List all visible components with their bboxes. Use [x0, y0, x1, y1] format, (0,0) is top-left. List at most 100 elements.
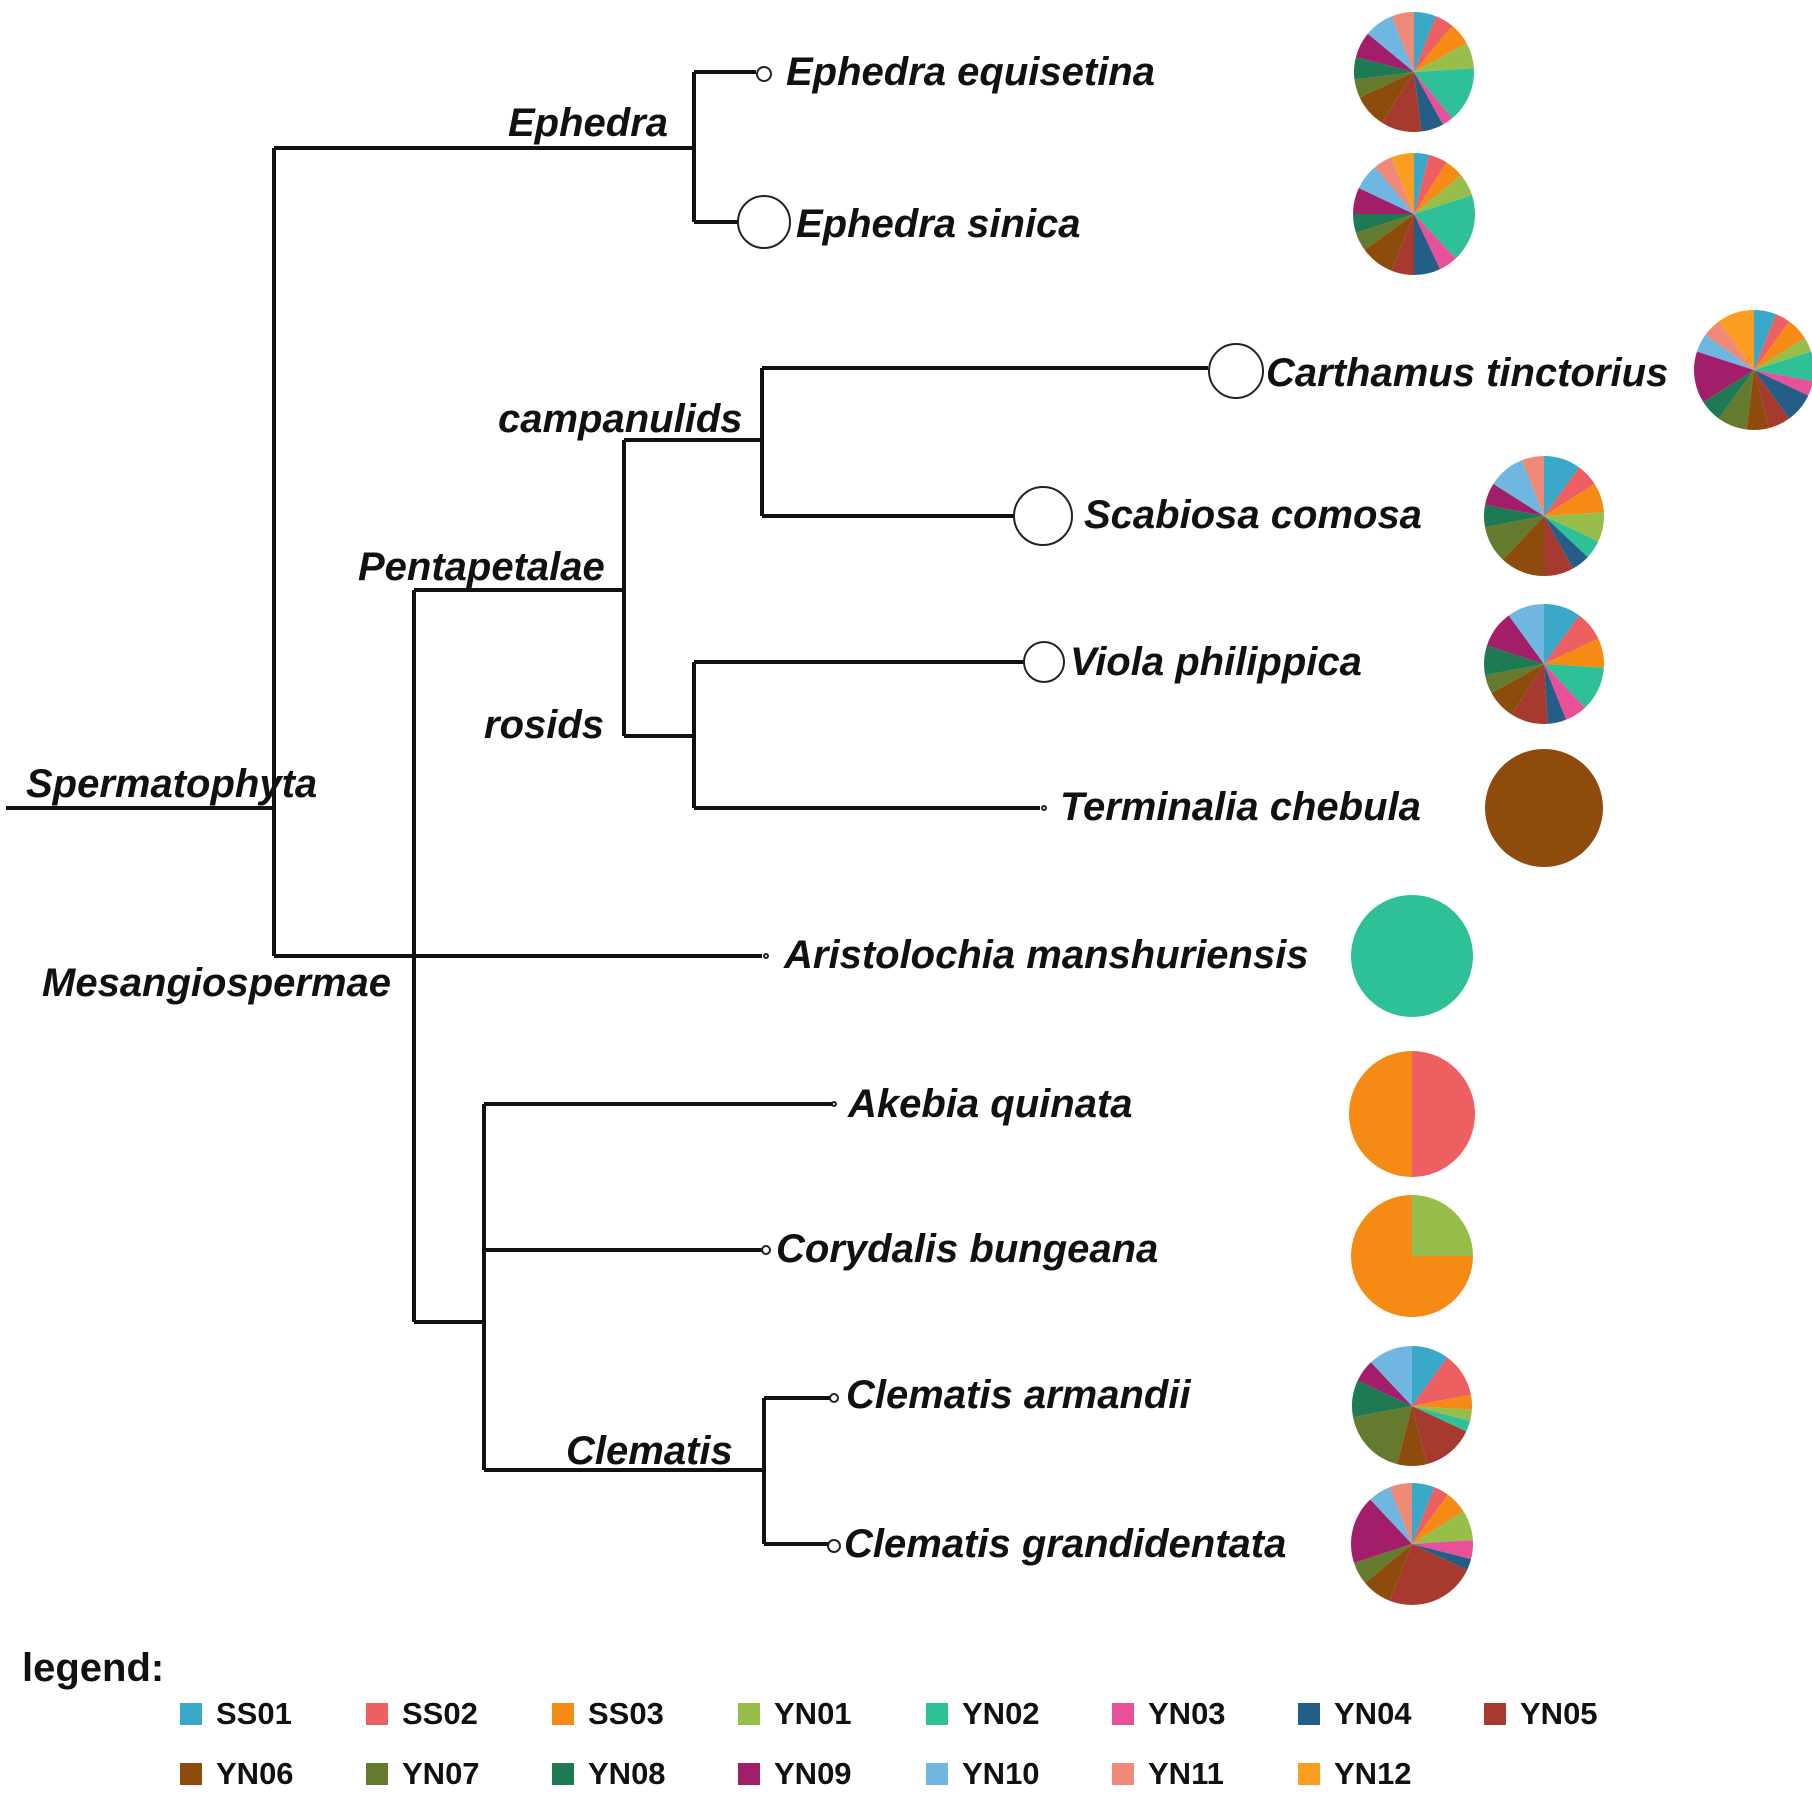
legend-item-yn03: YN03 — [1112, 1696, 1226, 1732]
legend-item-yn07: YN07 — [366, 1756, 480, 1792]
legend-label: YN09 — [774, 1756, 852, 1791]
pie-slice-yn04 — [1754, 370, 1809, 419]
legend-item-yn11: YN11 — [1112, 1756, 1224, 1792]
pie-slice-yn10 — [1493, 460, 1544, 516]
pie-slice-yn12 — [1391, 153, 1414, 214]
pie-slice-yn02 — [1544, 516, 1599, 558]
pie-ephedra-equisetina — [1353, 11, 1474, 133]
pie-clematis-armandii — [1351, 1346, 1472, 1466]
species-label-carthamus-tinctorius: Carthamus tinctorius — [1266, 351, 1669, 395]
pie-slice-yn03 — [1414, 72, 1453, 125]
legend-item-yn02: YN02 — [926, 1696, 1040, 1732]
species-label-ephedra-equisetina: Ephedra equisetina — [786, 50, 1155, 94]
legend-swatch — [1112, 1703, 1134, 1725]
pie-slice-yn10 — [1367, 16, 1414, 72]
pie-slice-ss01 — [1414, 11, 1437, 72]
legend-item-ss02: SS02 — [366, 1696, 478, 1732]
pie-slice-yn10 — [1358, 167, 1414, 214]
legend-swatch — [1298, 1763, 1320, 1785]
node-marker-carthamus — [1208, 343, 1264, 399]
pie-slice-yn05 — [1389, 1544, 1468, 1606]
pie-slice-ss01 — [1412, 1483, 1435, 1544]
pie-slice-ss03 — [1412, 1394, 1472, 1410]
clade-label-spermatophyta: Spermatophyta — [26, 762, 318, 806]
pie-slice-ss02 — [1414, 16, 1453, 72]
node-marker-viola — [1023, 641, 1065, 683]
pie-slice-yn02 — [1414, 68, 1474, 119]
legend-label: YN08 — [588, 1756, 666, 1791]
node-marker-akebia — [831, 1101, 837, 1107]
species-label-viola-philippica: Viola philippica — [1070, 640, 1362, 684]
legend-label: SS01 — [216, 1696, 292, 1731]
pie-slice-yn09 — [1357, 1362, 1412, 1406]
node-marker-clematis-armandii — [829, 1393, 839, 1403]
node-marker-aristolochia — [763, 953, 769, 959]
legend-swatch — [1298, 1703, 1320, 1725]
legend-item-yn06: YN06 — [180, 1756, 294, 1792]
clade-label-ephedra: Ephedra — [508, 101, 669, 145]
pie-slice-yn02 — [1544, 664, 1604, 708]
pie-slice-ss03 — [1349, 1051, 1412, 1177]
pie-slice-ss01 — [1414, 153, 1430, 214]
pie-slice-yn04 — [1414, 214, 1440, 275]
legend-label: YN07 — [402, 1756, 480, 1791]
pie-slice-yn01 — [1544, 512, 1604, 542]
species-label-akebia-quinata: Akebia quinata — [848, 1082, 1133, 1126]
species-label-aristolochia-manshuriensis: Aristolochia manshuriensis — [784, 933, 1309, 977]
legend-item-yn05: YN05 — [1484, 1696, 1598, 1732]
pie-slice-yn05 — [1511, 664, 1548, 724]
pie-slice-ss02 — [1412, 1051, 1475, 1177]
pie-slice-yn02 — [1414, 195, 1475, 259]
pie-ephedra-sinica — [1353, 153, 1475, 275]
pie-slice-yn06 — [1746, 370, 1769, 431]
pie-slice-yn11 — [1389, 1483, 1412, 1544]
pie-slice-yn09 — [1694, 351, 1754, 403]
legend-label: YN03 — [1148, 1696, 1226, 1731]
clade-label-mesangiospermae: Mesangiospermae — [42, 961, 392, 1005]
legend-item-yn01: YN01 — [738, 1696, 852, 1732]
pie-slice-yn01 — [1412, 1195, 1473, 1256]
pie-slice-yn06 — [1365, 1544, 1412, 1601]
legend-swatch — [552, 1763, 574, 1785]
node-marker-corydalis — [761, 1245, 771, 1255]
legend-swatch — [1484, 1703, 1506, 1725]
pie-slice-yn05 — [1754, 370, 1790, 429]
pie-slice-yn03 — [1414, 214, 1456, 270]
pie-slice-ss02 — [1544, 467, 1595, 516]
pie-slice-yn01 — [1412, 1406, 1472, 1421]
pie-slice-yn11 — [1705, 321, 1754, 370]
legend-label: YN04 — [1334, 1696, 1412, 1731]
pie-slice-yn06 — [1359, 72, 1414, 123]
pie-slice-yn02 — [1754, 351, 1812, 382]
pie-slice-ss02 — [1754, 314, 1790, 370]
legend-item-yn08: YN08 — [552, 1756, 666, 1792]
pie-slice-yn03 — [1544, 664, 1586, 720]
pie-slice-yn07 — [1485, 664, 1544, 693]
clade-label-campanulids: campanulids — [498, 397, 743, 441]
pie-aristolochia-manshuriensis — [1351, 895, 1473, 1017]
pie-akebia-quinata — [1349, 1051, 1475, 1177]
legend-label: YN12 — [1334, 1756, 1412, 1791]
pie-slice-yn01 — [1754, 337, 1812, 370]
species-label-ephedra-sinica: Ephedra sinica — [796, 202, 1081, 246]
clade-label-clematis: Clematis — [566, 1429, 733, 1473]
species-label-terminalia-chebula: Terminalia chebula — [1060, 785, 1421, 829]
pie-slice-yn08 — [1351, 1380, 1412, 1418]
pie-slice-yn04 — [1414, 72, 1443, 132]
pie-slice-ss02 — [1414, 154, 1447, 214]
node-markers — [737, 66, 1264, 1553]
pie-slice-yn09 — [1485, 483, 1544, 516]
legend-label: YN10 — [962, 1756, 1040, 1791]
pie-slice-yn10 — [1370, 1346, 1412, 1406]
pie-slice-yn07 — [1718, 370, 1754, 430]
pie-slice-yn06 — [1364, 214, 1414, 271]
pie-slice-yn02 — [1351, 895, 1473, 1017]
pie-slice-yn09 — [1353, 188, 1414, 214]
legend-swatch — [926, 1763, 948, 1785]
legend-item-ss03: SS03 — [552, 1696, 664, 1732]
legend-label: SS02 — [402, 1696, 478, 1731]
pie-slice-ss03 — [1414, 162, 1461, 214]
legend-label: YN06 — [216, 1756, 294, 1791]
pie-slice-yn07 — [1353, 1544, 1412, 1583]
